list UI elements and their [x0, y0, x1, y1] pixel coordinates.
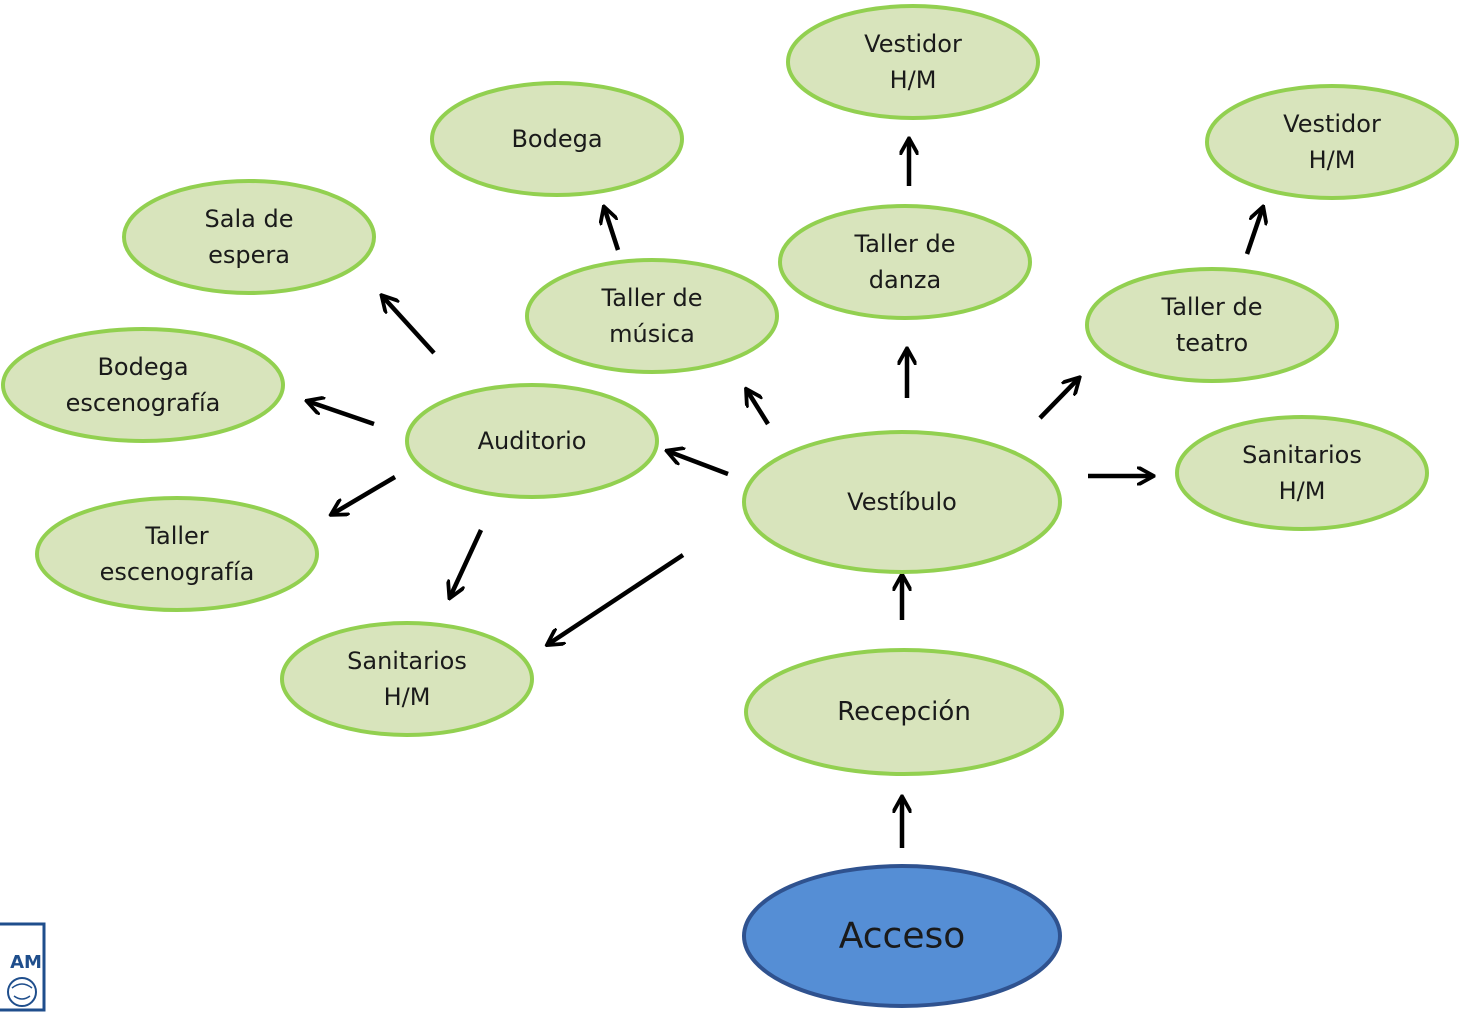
- node-label: H/M: [890, 66, 937, 94]
- node-label: escenografía: [66, 389, 221, 417]
- node-taller-musica: Taller de música: [525, 258, 779, 374]
- node-label: espera: [208, 241, 290, 269]
- svg-text:AM: AM: [10, 952, 42, 973]
- node-ellipse: [35, 496, 319, 612]
- node-label: H/M: [384, 683, 431, 711]
- node-ellipse: [1205, 84, 1459, 200]
- node-label: teatro: [1176, 329, 1248, 357]
- node-taller-escenografia: Taller escenografía: [35, 496, 319, 612]
- node-label: música: [609, 320, 695, 348]
- node-ellipse: [122, 179, 376, 295]
- node-bodega-escenografia: Bodega escenografía: [1, 327, 285, 443]
- node-label: H/M: [1279, 477, 1326, 505]
- node-label: Bodega: [97, 353, 188, 381]
- node-ellipse: [280, 621, 534, 737]
- node-label: danza: [869, 266, 941, 294]
- arrow-vestibulo-to-taller-teatro: [1038, 380, 1077, 420]
- node-ellipse: [742, 864, 1062, 1008]
- node-recepcion: Recepción: [744, 648, 1064, 776]
- node-taller-danza: Taller de danza: [778, 204, 1032, 320]
- arrow-auditorio-to-bodega-escenografia: [310, 402, 375, 427]
- node-label: Taller de: [1161, 293, 1263, 321]
- node-ellipse: [786, 4, 1040, 120]
- node-ellipse: [742, 430, 1062, 574]
- node-label: escenografía: [100, 558, 255, 586]
- arrow-vestibulo-to-sanitarios-auditorio: [550, 553, 685, 643]
- node-label: Sanitarios: [347, 647, 467, 675]
- nodes-layer: Acceso Recepción Vestíbulo Auditorio Taller …: [1, 4, 1459, 1008]
- node-label: Auditorio: [478, 427, 587, 455]
- node-ellipse: [1, 327, 285, 443]
- node-label: Vestidor: [864, 30, 962, 58]
- arrow-taller-teatro-to-vestidor-teatro: [1244, 210, 1262, 255]
- node-bodega-musica: Bodega: [430, 81, 684, 197]
- arrow-auditorio-to-sala-espera: [384, 298, 436, 355]
- node-label: Taller de: [854, 230, 956, 258]
- node-ellipse: [405, 383, 659, 499]
- arrow-taller-musica-to-bodega-musica: [605, 210, 621, 251]
- node-label: Recepción: [837, 697, 971, 727]
- node-label: Sanitarios: [1242, 441, 1362, 469]
- node-sala-espera: Sala de espera: [122, 179, 376, 295]
- node-label: Bodega: [511, 125, 602, 153]
- arrow-auditorio-to-sanitarios-auditorio: [451, 529, 484, 595]
- node-ellipse: [1085, 267, 1339, 383]
- arrow-vestibulo-to-taller-musica: [748, 392, 770, 426]
- arrows-layer: [310, 142, 1262, 848]
- node-ellipse: [744, 648, 1064, 776]
- node-label: Vestidor: [1283, 110, 1381, 138]
- node-ellipse: [525, 258, 779, 374]
- node-label: Vestíbulo: [847, 488, 957, 516]
- node-label: Taller: [144, 522, 208, 550]
- unam-logo: AM: [0, 922, 46, 1012]
- node-taller-teatro: Taller de teatro: [1085, 267, 1339, 383]
- node-vestibulo: Vestíbulo: [742, 430, 1062, 574]
- node-label: Taller de: [601, 284, 703, 312]
- node-label: Acceso: [839, 916, 966, 957]
- node-auditorio: Auditorio: [405, 383, 659, 499]
- node-ellipse: [1175, 415, 1429, 531]
- node-ellipse: [430, 81, 684, 197]
- node-label: Sala de: [205, 205, 294, 233]
- arrow-auditorio-to-taller-escenografia: [334, 475, 397, 513]
- arrow-vestibulo-to-auditorio: [670, 452, 729, 477]
- node-label: H/M: [1309, 146, 1356, 174]
- node-acceso: Acceso: [742, 864, 1062, 1008]
- node-ellipse: [778, 204, 1032, 320]
